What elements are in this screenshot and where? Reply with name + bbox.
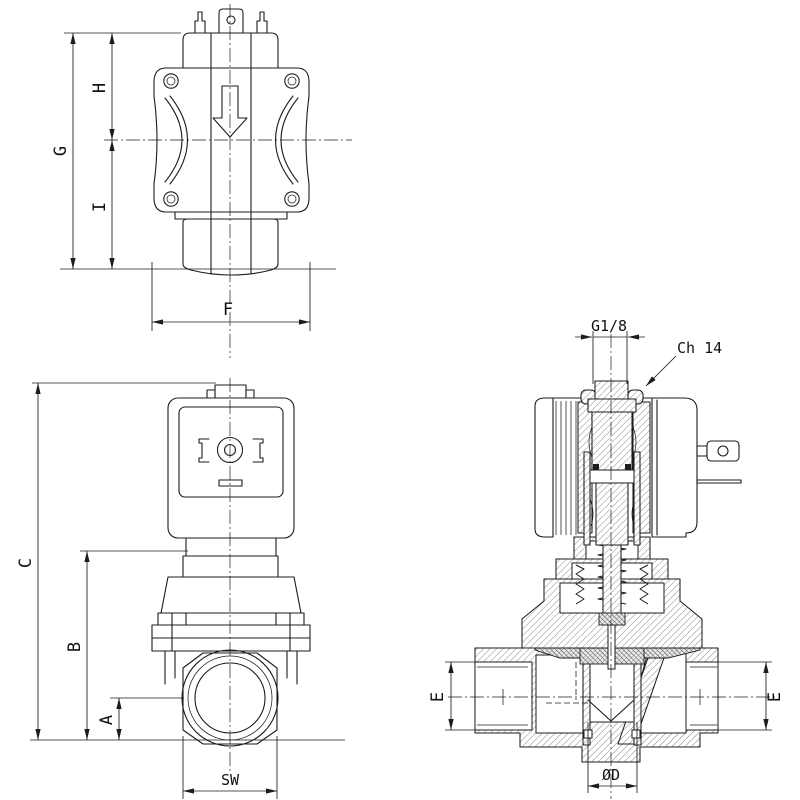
coil-housing-right: [651, 397, 698, 538]
spade-terminal-hole: [717, 445, 729, 457]
dim-label-thread: G1/8: [591, 317, 627, 335]
coil-terminals-top: [194, 8, 268, 34]
leader-ch14: [645, 355, 677, 387]
bonnet-section: [521, 536, 703, 670]
hex-body-top: [182, 218, 279, 276]
top-view: G H I F: [51, 4, 352, 358]
coil-pin: [696, 479, 742, 484]
ground-terminal-hole: [226, 15, 236, 25]
valve-stem: [607, 624, 616, 670]
dim-label-g: G: [51, 146, 71, 156]
dim-label-e-right: E: [765, 692, 785, 702]
dimensions-front: C B A SW: [16, 382, 345, 799]
section-view: G1/8 Ch 14 E E ØD: [428, 317, 785, 799]
clip-hole: [284, 73, 300, 89]
din-connector: [167, 384, 295, 539]
core-tube-right: [633, 451, 641, 546]
armature-assembly: [580, 380, 644, 546]
outer-spring-left: [575, 564, 585, 605]
clip-hole: [284, 191, 300, 207]
dimensions-top: G H I F: [51, 32, 336, 331]
dim-label-chamfer: Ch 14: [677, 339, 722, 357]
core-spacer: [589, 469, 635, 484]
centerlines-section: [448, 334, 778, 799]
dim-label-i: I: [90, 202, 110, 212]
bonnet-trapezoid: [160, 576, 302, 614]
coil-cap-left: [534, 397, 554, 538]
port-bore-left: [474, 661, 533, 731]
spade-terminal: [706, 440, 740, 462]
connector-key-right: [252, 438, 264, 463]
connector-cap: [214, 384, 247, 399]
fixed-core: [591, 411, 633, 471]
valve-body-section: [474, 647, 719, 763]
centerlines-top: [104, 4, 352, 358]
connector-slot: [218, 479, 243, 487]
coil-front: [182, 537, 279, 578]
valve-body-front: [164, 649, 298, 747]
dim-label-b: B: [65, 642, 85, 652]
dim-label-sw: SW: [221, 771, 240, 789]
dim-label-f: F: [223, 300, 233, 320]
plunger-seal: [598, 612, 626, 626]
clip-hole: [163, 191, 179, 207]
plunger-upper: [595, 482, 629, 546]
front-view: C B A SW: [16, 378, 345, 799]
dimensions-section: G1/8 Ch 14 E E ØD: [428, 317, 785, 793]
outer-spring-right: [639, 564, 649, 605]
dim-label-h: H: [90, 83, 110, 93]
coil-neck: [185, 537, 277, 557]
coil-band: [182, 555, 279, 578]
dim-label-e-left: E: [428, 692, 448, 702]
plunger-lower: [602, 540, 622, 614]
clip-hole: [163, 73, 179, 89]
dim-label-a: A: [97, 715, 117, 725]
connector-face: [178, 406, 284, 498]
valve-step-top: [174, 211, 288, 220]
port-bore-right: [685, 661, 719, 731]
flow-direction-arrow-icon: [212, 85, 248, 138]
dim-label-c: C: [16, 558, 36, 568]
stem-top: [594, 380, 629, 400]
bonnet-front: [151, 576, 311, 652]
core-tube-left: [583, 451, 591, 546]
connector-key-left: [198, 438, 210, 463]
dim-label-orifice: ØD: [602, 766, 620, 784]
body-cavity-left: [535, 654, 589, 734]
